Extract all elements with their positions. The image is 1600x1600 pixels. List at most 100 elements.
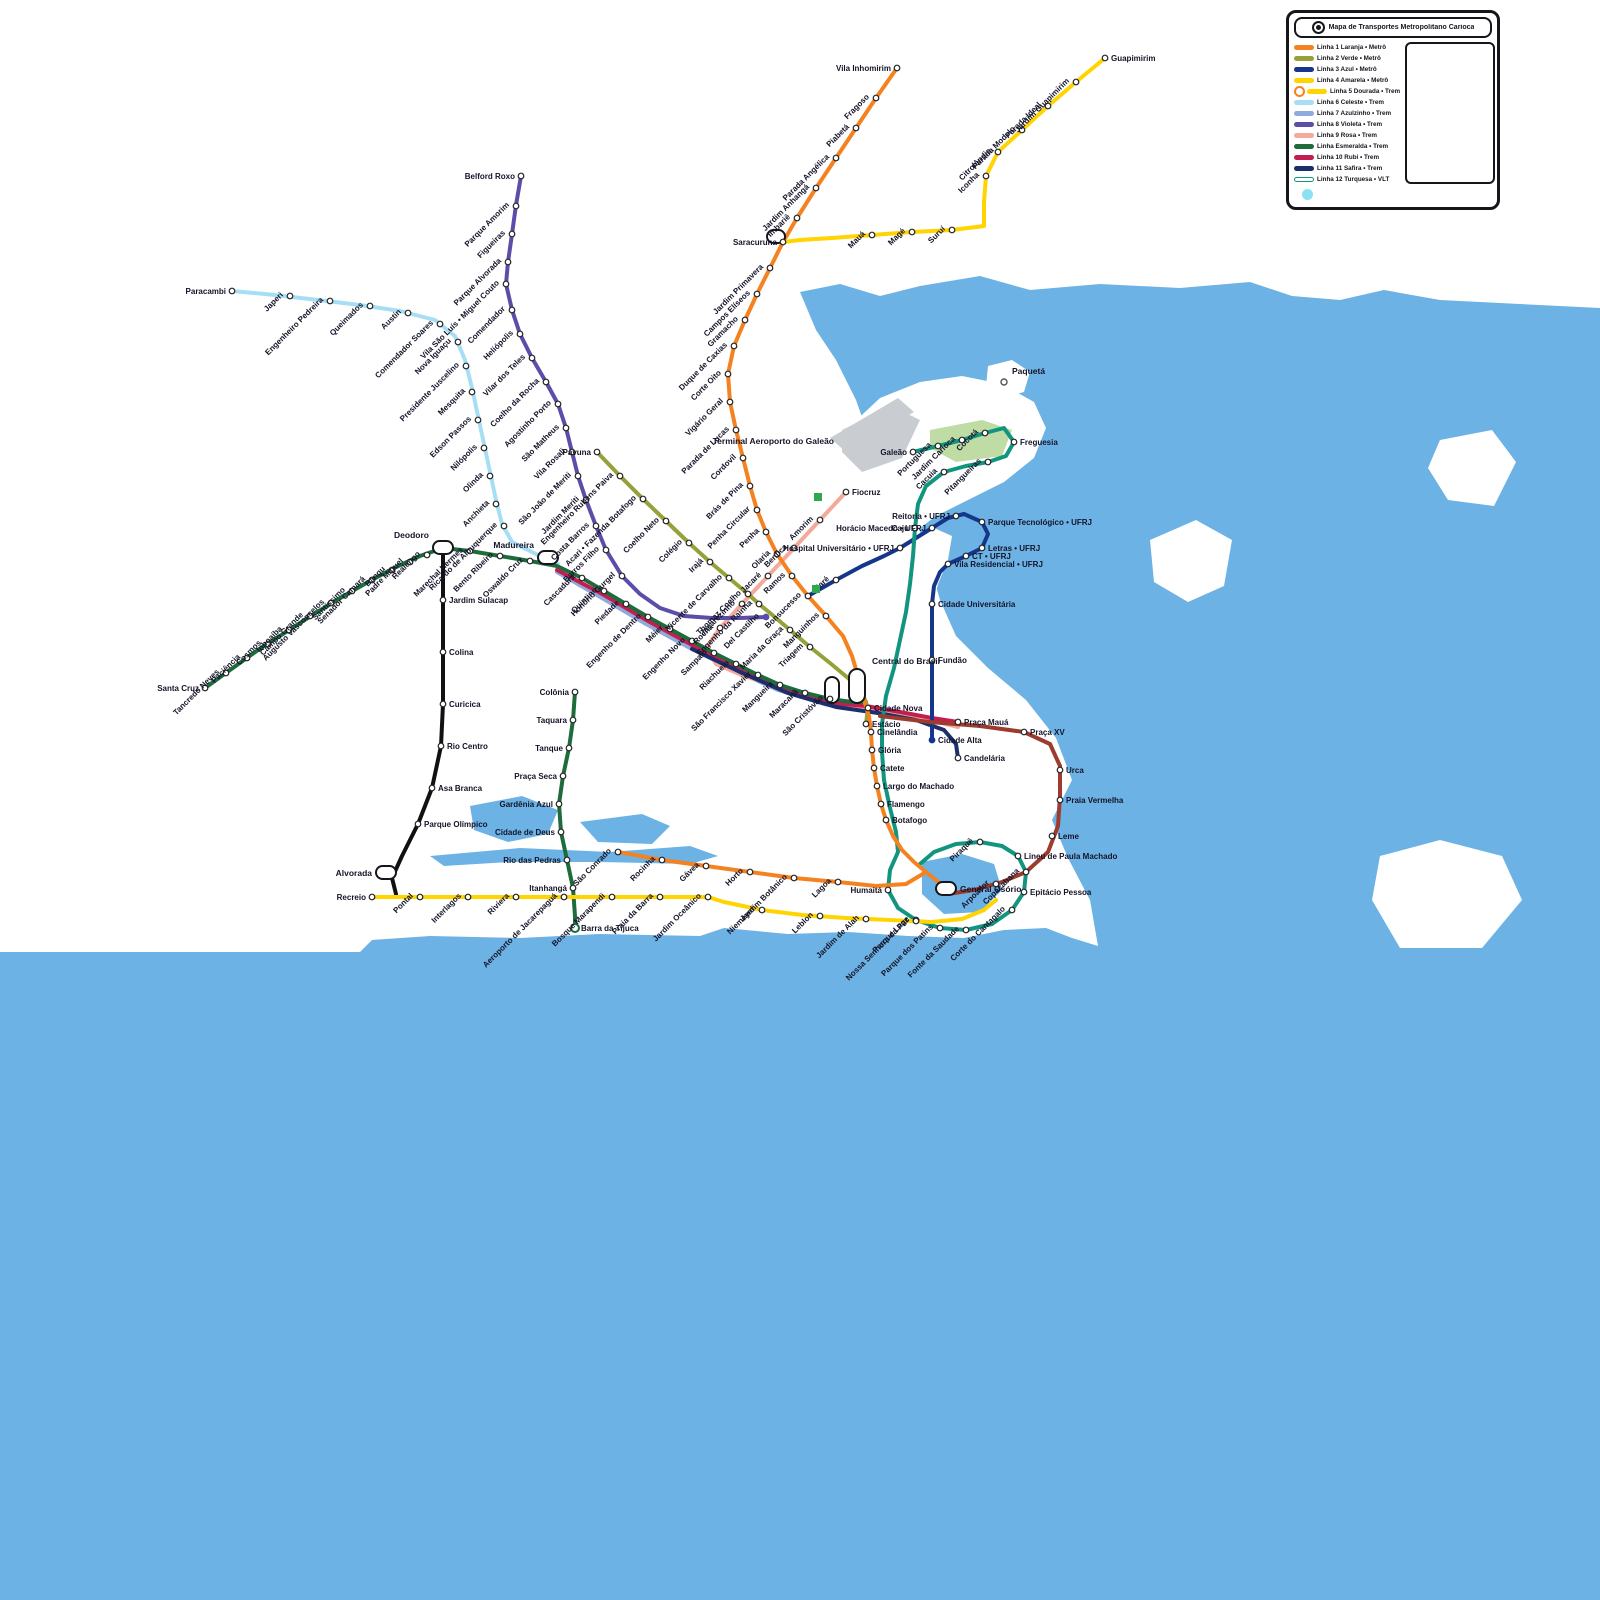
legend-item-label: Linha 6 Celeste • Trem xyxy=(1317,98,1384,106)
station-label: Riviera xyxy=(486,891,512,917)
station-label: Parque Tecnológico • UFRJ xyxy=(988,518,1092,527)
station-dot xyxy=(716,624,724,632)
line-ramal-japeri xyxy=(230,289,560,566)
line-color-swatch xyxy=(1294,165,1314,171)
station-label: Suruí xyxy=(926,224,947,245)
station-dot xyxy=(882,816,890,824)
station-dot xyxy=(439,596,447,604)
station-label: Cinelândia xyxy=(877,728,918,737)
station-dot xyxy=(500,522,508,530)
station-label: Cidade Nova xyxy=(874,704,923,713)
station-dot xyxy=(688,637,696,645)
hub-central-do-brasil xyxy=(848,668,866,704)
station-dot xyxy=(554,400,562,408)
line-color-swatch xyxy=(1294,154,1314,160)
hub-general-osorio xyxy=(935,881,957,896)
station-dot xyxy=(934,442,942,450)
station-label: Senador Camará xyxy=(316,574,368,626)
station-label: Vila Residencial • UFRJ xyxy=(954,560,1043,569)
line-color-swatch xyxy=(1294,176,1314,182)
station-dot xyxy=(557,828,565,836)
station-dot xyxy=(437,742,445,750)
station-dot xyxy=(944,560,952,568)
station-dot xyxy=(464,893,472,901)
station-label: Asa Branca xyxy=(438,784,483,793)
legend-item: Linha 6 Celeste • Trem xyxy=(1294,97,1400,107)
station-dot xyxy=(962,926,970,934)
station-dot xyxy=(793,214,801,222)
line-color-swatch xyxy=(1294,132,1314,138)
station-dot xyxy=(555,800,563,808)
station-dot xyxy=(512,893,520,901)
station-label: Fundão xyxy=(938,656,967,665)
station-dot xyxy=(726,398,734,406)
station-dot xyxy=(758,906,766,914)
line-color-swatch xyxy=(1294,99,1314,105)
station-label: Magé xyxy=(886,226,907,247)
station-label: Penha xyxy=(738,526,762,550)
station-dot xyxy=(1010,438,1018,446)
map-label: Madureira xyxy=(493,540,534,550)
map-label: Terminal Aeroporto do Galeão xyxy=(713,436,834,446)
station-dot xyxy=(952,512,960,520)
station-label: Taquara xyxy=(536,716,567,725)
station-label: Estácio xyxy=(872,720,901,729)
station-dot xyxy=(1008,906,1016,914)
station-label: Jardim Sulacap xyxy=(449,596,508,605)
ilha-baia-leste xyxy=(1150,520,1232,602)
station-label: Santa Cruz xyxy=(157,684,199,693)
legend-item: Linha 9 Rosa • Trem xyxy=(1294,130,1400,140)
station-dot xyxy=(702,862,710,870)
legend-item-label: Linha 1 Laranja • Metrô xyxy=(1317,43,1387,51)
station-dot xyxy=(201,684,209,692)
legend-item-label: Linha 8 Violeta • Trem xyxy=(1317,120,1383,128)
legend-item-label: Linha 7 Azulzinho • Trem xyxy=(1317,109,1392,117)
legend-item: Linha 5 Dourada • Trem xyxy=(1294,85,1401,97)
station-dot xyxy=(264,640,272,648)
station-dot xyxy=(832,154,840,162)
station-dot xyxy=(1020,728,1028,736)
station-label: Saracuruna xyxy=(733,238,778,247)
station-label: Tanque xyxy=(535,744,563,753)
station-dot xyxy=(406,558,414,566)
station-dot xyxy=(474,416,482,424)
line-color-swatch xyxy=(1294,143,1314,149)
line-ramal-guapimirim xyxy=(781,56,1107,244)
station-label: Itanhangá xyxy=(529,884,567,893)
station-label: Campo Grande xyxy=(258,610,305,657)
station-dot xyxy=(528,354,536,362)
station-dot xyxy=(773,550,781,558)
line-circle-icon xyxy=(1294,85,1305,97)
legend-item-label: Linha 5 Dourada • Trem xyxy=(1330,87,1401,95)
line-metro-linha-3 xyxy=(806,512,990,742)
station-dot xyxy=(753,506,761,514)
legend: Mapa de Transportes Metropolitano Carioc… xyxy=(1286,10,1500,210)
station-dot xyxy=(562,424,570,432)
station-label: Jardim Botânico xyxy=(738,872,789,923)
hub-madureira xyxy=(537,550,559,565)
station-label: Catete xyxy=(880,764,905,773)
legend-item: Linha 8 Violeta • Trem xyxy=(1294,119,1400,129)
station-dot xyxy=(928,656,936,664)
station-label: Leme xyxy=(1058,832,1079,841)
station-dot xyxy=(766,264,774,272)
station-dot xyxy=(710,649,718,657)
station-dot xyxy=(732,426,740,434)
legend-item: Linha Esmeralda • Trem xyxy=(1294,141,1400,151)
station-dot xyxy=(981,429,989,437)
map-label: Alvorada xyxy=(336,868,373,878)
legend-notes-box xyxy=(1405,42,1496,184)
station-dot xyxy=(348,587,356,595)
water-bay-ocean xyxy=(0,276,1600,1600)
station-dot xyxy=(568,448,576,456)
map-label: General Osório xyxy=(960,884,1021,894)
station-dot xyxy=(416,893,424,901)
hub-alvorada xyxy=(375,865,397,880)
station-dot xyxy=(388,566,396,574)
station-label: Freguesia xyxy=(1020,438,1058,447)
legend-title: Mapa de Transportes Metropolitano Carioc… xyxy=(1328,24,1475,31)
legend-item-label: Linha 2 Verde • Metrô xyxy=(1317,54,1381,62)
station-dot xyxy=(504,258,512,266)
